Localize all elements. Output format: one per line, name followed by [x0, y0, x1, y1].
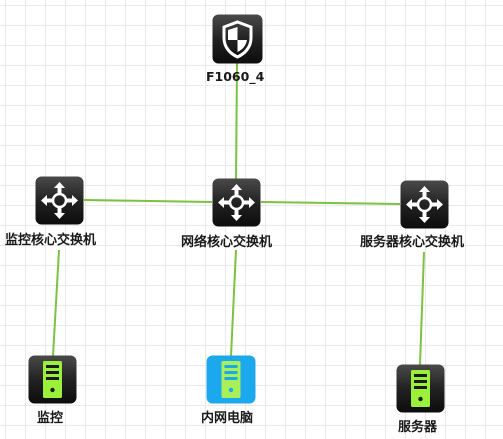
- server-icon[interactable]: [206, 355, 256, 404]
- link-monitor-core-monitor[interactable]: [52, 249, 60, 357]
- firewall-icon[interactable]: [212, 14, 263, 64]
- node-label: 监控核心交换机: [5, 233, 97, 248]
- switch-icon[interactable]: [35, 176, 84, 225]
- node-label: 服务器核心交换机: [360, 235, 465, 250]
- link-firewall-network-core[interactable]: [235, 61, 238, 183]
- node-label: 监控: [37, 411, 64, 426]
- node-label: F1060_4: [206, 69, 265, 84]
- switch-icon[interactable]: [400, 180, 449, 229]
- node-label: 服务器: [398, 420, 438, 435]
- server-icon[interactable]: [28, 355, 77, 404]
- link-network-core-server-core[interactable]: [260, 201, 401, 205]
- link-monitor-core-network-core[interactable]: [83, 199, 213, 203]
- link-server-core-server[interactable]: [419, 251, 425, 366]
- node-label: 网络核心交换机: [181, 235, 273, 250]
- switch-icon[interactable]: [212, 178, 261, 227]
- node-label: 内网电脑: [201, 411, 254, 426]
- link-network-core-intranet-pc[interactable]: [230, 249, 237, 357]
- server-icon[interactable]: [396, 364, 445, 413]
